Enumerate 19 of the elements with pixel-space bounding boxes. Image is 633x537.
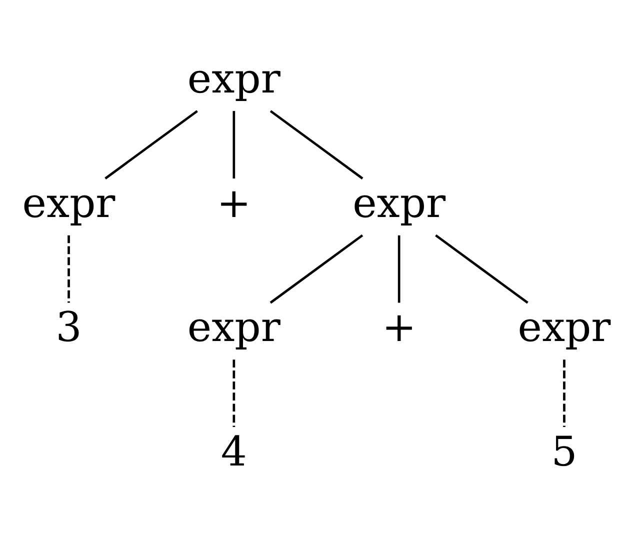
node-text: +: [382, 302, 416, 351]
node-text: expr: [22, 178, 116, 226]
connector: [563, 359, 566, 427]
connector: [232, 110, 236, 178]
node-text: expr: [187, 302, 280, 351]
node-text: expr: [518, 302, 611, 351]
node-text: 5: [551, 426, 578, 475]
node-text: expr: [187, 54, 280, 102]
connector: [68, 234, 70, 302]
node-text: expr: [352, 178, 446, 226]
connector: [270, 234, 364, 304]
connector: [104, 110, 198, 179]
connector: [398, 234, 400, 302]
node-text: +: [216, 178, 252, 226]
connector: [435, 234, 528, 304]
node-text: 4: [220, 426, 247, 475]
connector: [232, 359, 236, 427]
connector: [270, 110, 364, 179]
node-text: 3: [56, 302, 82, 351]
